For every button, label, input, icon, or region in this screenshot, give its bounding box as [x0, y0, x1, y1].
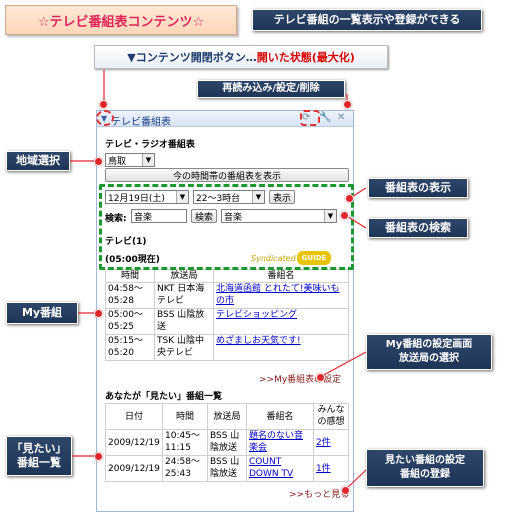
- table-header-row: 時間 放送局 番組名: [105, 269, 349, 283]
- more-link[interactable]: >>もっと見る: [289, 490, 350, 500]
- caption-wish-settings-line1: 見たい番組の設定: [385, 455, 465, 466]
- impressions-link[interactable]: 1件: [316, 463, 331, 474]
- gadget-title: テレビ番組表: [111, 117, 171, 128]
- show-button[interactable]: 表示: [269, 190, 295, 204]
- caption-my-programs: My番組: [6, 302, 78, 324]
- logo-syndicated: Syndicated: [251, 254, 296, 263]
- my-programs-table: 時間 放送局 番組名 04:58～05:28 NKT 日本海テレビ 北海道函館 …: [105, 269, 349, 361]
- logo-guide: GUIDE: [297, 251, 331, 265]
- caption-open-button: ▼コンテンツ開閉ボタン… 開いた状態(最大化): [94, 45, 388, 69]
- table-row: 2009/12/19 24:58～25:43 BSS 山陰放送 COUNT DO…: [105, 455, 349, 482]
- chevron-down-icon: ▼: [324, 210, 336, 222]
- caption-region: 地域選択: [6, 151, 70, 171]
- tv-gadget: ▼ テレビ番組表 ⟳ 🔧 ✕ テレビ・ラジオ番組表 鳥取 ▼ 今の時間帯の番組表…: [96, 110, 354, 512]
- caption-reload: 再読み込み/設定/削除: [197, 80, 345, 98]
- cell-program: めざましお天気です!: [213, 334, 349, 361]
- time-select[interactable]: 22～3時台 ▼: [193, 190, 265, 204]
- cell-date: 2009/12/19: [105, 455, 163, 482]
- program-link[interactable]: 題名のない音楽会: [249, 431, 304, 453]
- line-my-settings: [319, 351, 367, 378]
- caption-schedule-search: 番組表の検索: [368, 218, 468, 238]
- collapse-highlight: [96, 110, 114, 126]
- show-now-button[interactable]: 今の時間帯の番組表を表示: [105, 168, 349, 182]
- caption-list-display: テレビ番組の一覧表示や登録ができる: [252, 9, 482, 31]
- cell-impressions: 1件: [313, 455, 349, 482]
- cell-time: 05:00～05:25: [105, 308, 155, 335]
- table-row: 05:15～05:20 TSK 山陰中央テレビ めざましお天気です!: [105, 334, 349, 361]
- caption-open-prefix: ▼コンテンツ開閉ボタン…: [127, 51, 257, 64]
- caption-my-settings: My番組の設定画面 放送局の選択: [366, 334, 492, 370]
- search-label: 検索:: [105, 214, 127, 224]
- my-settings-link[interactable]: >>My番組表の設定: [259, 375, 342, 385]
- col-program: 番組名: [213, 269, 349, 283]
- region-select-value: 鳥取: [108, 156, 127, 167]
- title-banner: ☆テレビ番組表コンテンツ☆: [5, 5, 237, 35]
- col-impressions: みんなの感想: [313, 403, 349, 430]
- cell-program: テレビショッピング: [213, 308, 349, 335]
- cell-time: 04:58～05:28: [105, 282, 155, 309]
- wish-title: あなたが「見たい」番組一覧: [105, 392, 223, 402]
- genre-select-value: 音楽: [224, 212, 243, 223]
- pointer-dot: [94, 157, 103, 166]
- program-link[interactable]: 北海道函館 とれたて!美味いもの市: [216, 284, 340, 306]
- chevron-down-icon: ▼: [252, 191, 264, 203]
- pointer-dot: [94, 309, 103, 318]
- pointer-dot: [316, 373, 325, 382]
- caption-wish-settings: 見たい番組の設定 番組の登録: [366, 449, 484, 487]
- pointer-dot: [343, 100, 352, 109]
- cell-station: BSS 山陰放送: [154, 308, 214, 335]
- cell-time: 10:45～11:15: [162, 429, 208, 456]
- cell-time: 24:58～25:43: [162, 455, 208, 482]
- pointer-dot: [94, 452, 103, 461]
- cell-program: COUNT DOWN TV: [246, 455, 314, 482]
- table-header-row: 日付 時間 放送局 番組名 みんなの感想: [105, 403, 349, 430]
- cell-station: BSS 山陰放送: [207, 455, 247, 482]
- settings-wrench-icon[interactable]: 🔧: [319, 112, 332, 123]
- schedule-highlight: [99, 184, 354, 270]
- table-row: 05:00～05:25 BSS 山陰放送 テレビショッピング: [105, 308, 349, 335]
- program-link[interactable]: COUNT DOWN TV: [249, 457, 294, 479]
- reload-icon[interactable]: ⟳: [302, 112, 311, 123]
- caption-wish-line1: 「見たい」: [11, 442, 67, 455]
- impressions-link[interactable]: 2件: [316, 437, 331, 448]
- date-select[interactable]: 12月19日(土) ▼: [105, 190, 189, 204]
- pointer-dot: [340, 211, 349, 220]
- col-station: 放送局: [207, 403, 247, 430]
- pointer-dot: [99, 100, 108, 109]
- date-select-value: 12月19日(土): [108, 193, 165, 204]
- caption-wish-line2: 番組一覧: [17, 456, 61, 469]
- g-guide-logo: Syndicated GUIDE: [251, 251, 331, 267]
- col-time: 時間: [162, 403, 208, 430]
- caption-schedule-display: 番組表の表示: [368, 178, 468, 198]
- result-time: (05:00現在): [105, 255, 160, 265]
- caption-wish-settings-line2: 番組の登録: [400, 469, 450, 480]
- caption-my-settings-line1: My番組の設定画面: [385, 339, 473, 350]
- col-station: 放送局: [154, 269, 214, 283]
- cell-time: 05:15～05:20: [105, 334, 155, 361]
- search-input[interactable]: 音楽: [131, 209, 187, 223]
- genre-select[interactable]: 音楽 ▼: [221, 209, 337, 223]
- reload-highlight: [300, 110, 320, 126]
- program-link[interactable]: めざましお天気です!: [216, 336, 301, 346]
- program-link[interactable]: テレビショッピング: [216, 310, 298, 320]
- time-select-value: 22～3時台: [196, 193, 241, 204]
- caption-open-state: 開いた状態(最大化): [256, 51, 355, 64]
- result-title: テレビ(1): [105, 237, 147, 247]
- wish-table: 日付 時間 放送局 番組名 みんなの感想 2009/12/19 10:45～11…: [105, 403, 349, 482]
- region-select[interactable]: 鳥取 ▼: [105, 153, 155, 167]
- caption-wish-list: 「見たい」 番組一覧: [6, 436, 72, 476]
- close-x-icon[interactable]: ✕: [337, 112, 346, 123]
- caption-my-settings-line2: 放送局の選択: [399, 353, 459, 364]
- pointer-dot: [345, 194, 354, 203]
- gadget-subtitle: テレビ・ラジオ番組表: [105, 140, 195, 150]
- cell-impressions: 2件: [313, 429, 349, 456]
- search-button[interactable]: 検索: [191, 209, 217, 223]
- chevron-down-icon: ▼: [142, 154, 154, 166]
- pointer-dot: [341, 486, 350, 495]
- gadget-header: ▼ テレビ番組表 ⟳ 🔧 ✕: [97, 111, 353, 128]
- cell-station: TSK 山陰中央テレビ: [154, 334, 214, 361]
- col-program: 番組名: [246, 403, 314, 430]
- chevron-down-icon: ▼: [176, 191, 188, 203]
